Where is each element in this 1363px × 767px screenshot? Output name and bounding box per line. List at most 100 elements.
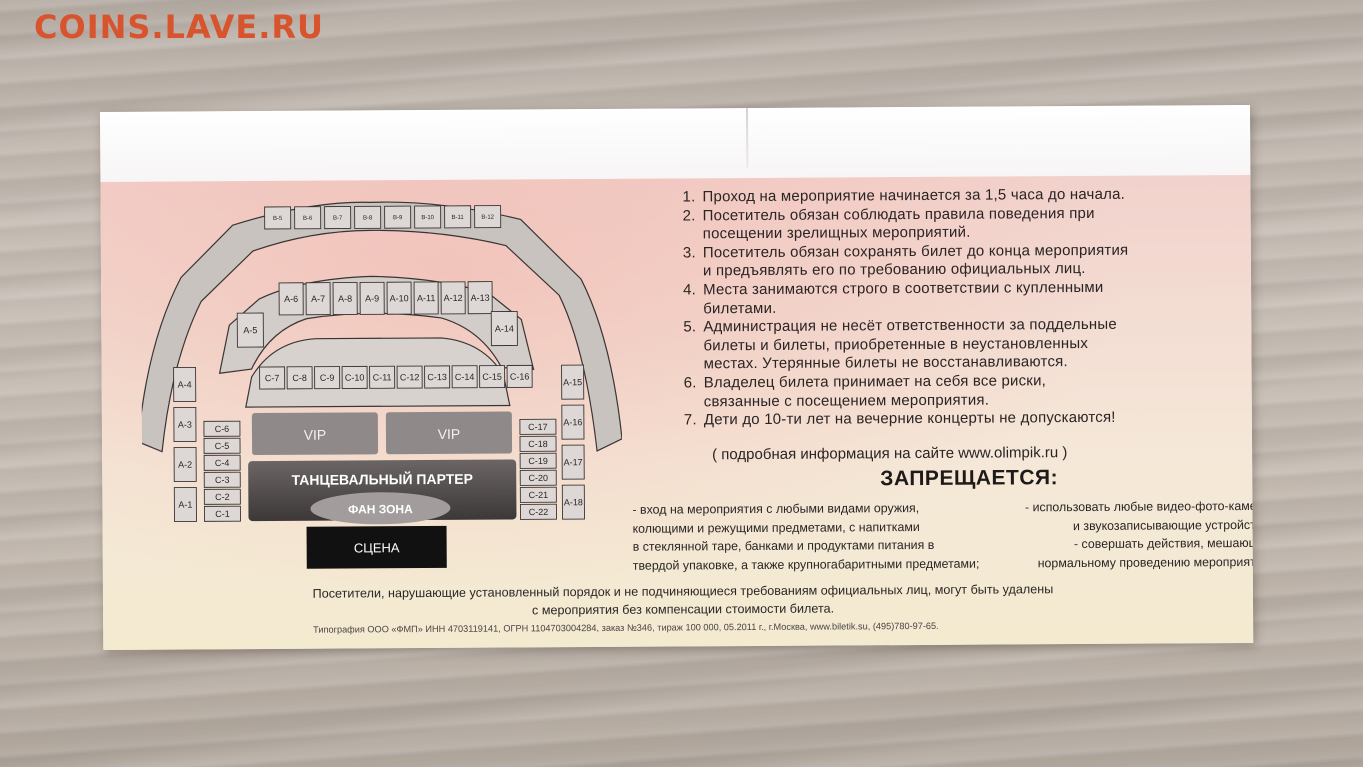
rule-number: 6. — [683, 374, 697, 392]
seat-sector — [173, 486, 197, 523]
seat-sector — [440, 281, 466, 315]
sector-label: C-10 — [345, 373, 365, 383]
seat-sector — [451, 365, 478, 389]
sector-label: A-2 — [178, 460, 192, 470]
sector-label: A-4 — [178, 380, 192, 390]
seat-sector — [424, 365, 451, 389]
rule-number: 5. — [683, 318, 697, 336]
seat-sector — [173, 366, 197, 403]
seat-sector — [294, 206, 322, 230]
sector-label: C-21 — [529, 490, 549, 500]
seat-sector — [203, 488, 241, 505]
sector-label: A-10 — [390, 293, 409, 303]
rule-number: 7. — [683, 411, 697, 429]
sector-label: A-14 — [495, 324, 514, 334]
seat-sector — [414, 205, 442, 229]
seat-sector — [341, 365, 368, 389]
text-line: - совершать действия, мешающие — [1073, 536, 1254, 552]
sector-label: B-6 — [303, 216, 313, 222]
rule-number: 2. — [682, 206, 696, 225]
seat-sector — [396, 365, 423, 389]
seat-sector — [359, 281, 385, 315]
text-line: - использовать любые видео-фото-камеры — [1024, 498, 1254, 515]
seat-sector — [519, 469, 557, 486]
seat-sector — [519, 452, 557, 469]
seat-sector — [561, 484, 585, 520]
text-line: в стеклянной таре, банками и продуктами … — [632, 538, 935, 554]
seat-sector — [173, 446, 197, 483]
forbidden-list-right: - использовать любые видео-фото-камеры и … — [1014, 497, 1253, 573]
sector-label: C-18 — [528, 439, 548, 449]
sector-label: B-7 — [333, 216, 343, 222]
rule-number: 3. — [682, 244, 696, 262]
sector-label: C-3 — [215, 475, 230, 485]
seat-sector — [384, 205, 412, 229]
text-line: и звукозаписывающие устройства; — [1072, 517, 1254, 533]
forbidden-list-left: - вход на мероприятия с любыми видами ор… — [632, 499, 992, 576]
rule-number: 1. — [682, 188, 696, 206]
seat-sector — [467, 281, 493, 315]
sector-label: C-15 — [482, 372, 502, 382]
seat-sector — [203, 505, 241, 522]
sector-label: B-9 — [393, 215, 403, 221]
rule-number: 4. — [683, 281, 697, 299]
seat-sector — [203, 420, 241, 437]
seat-sector — [264, 206, 292, 230]
fan-zone-label: ФАН ЗОНА — [348, 502, 413, 516]
seat-sector — [332, 281, 358, 316]
seat-sector — [286, 366, 313, 390]
sector-label: C-20 — [528, 473, 548, 483]
vip-label-left: VIP — [304, 427, 327, 443]
fan-zone — [310, 492, 451, 525]
sector-label: B-11 — [452, 215, 465, 221]
seat-sector — [203, 471, 241, 488]
seat-sector — [490, 311, 518, 347]
sector-label: C-8 — [292, 373, 307, 383]
seat-sector — [236, 312, 264, 348]
side-sector-cells: C-6C-5C-4C-3C-2C-1A-4A-3A-2A-1C-17C-18C-… — [173, 364, 585, 523]
seat-sector — [479, 365, 506, 389]
sector-label: A-12 — [444, 293, 463, 303]
seat-sector — [561, 364, 585, 400]
seat-sector — [519, 486, 557, 503]
sector-label: B-8 — [363, 215, 373, 221]
text-line: колющими и режущими предметами, с напитк… — [632, 519, 920, 536]
b-ring — [140, 201, 623, 453]
sector-label: A-15 — [563, 377, 582, 387]
seat-sector — [203, 454, 241, 471]
sector-label: C-11 — [373, 372, 392, 382]
seat-sector — [305, 282, 331, 316]
ticket-top-band — [100, 104, 1251, 182]
sector-label: A-16 — [563, 417, 582, 427]
seat-sector — [444, 205, 472, 229]
seat-sector — [474, 205, 502, 229]
seat-sector — [413, 281, 439, 315]
sector-label: C-19 — [528, 456, 548, 466]
sector-label: B-10 — [421, 215, 434, 221]
sector-label: C-7 — [265, 373, 280, 383]
seat-sector — [506, 364, 533, 388]
text-line: твердой упаковке, а также крупногабаритн… — [632, 556, 980, 573]
sector-label: A-11 — [417, 293, 435, 303]
seat-sector — [369, 365, 396, 389]
sector-label: C-1 — [215, 509, 230, 519]
seat-sector — [561, 444, 585, 480]
sector-label: C-17 — [528, 422, 548, 432]
warning-notice: Посетители, нарушающие установленный пор… — [293, 580, 1073, 621]
watermark: COINS.LAVE.RU — [34, 8, 324, 46]
rule-line: 7.Дети до 10-ти лет на вечерние концерты… — [683, 408, 1116, 429]
dance-parterre-label: ТАНЦЕВАЛЬНЫЙ ПАРТЕР — [292, 470, 473, 488]
sector-label: A-7 — [311, 294, 325, 304]
seat-sector — [324, 206, 352, 230]
sector-label: C-5 — [215, 441, 230, 451]
seat-sector — [386, 281, 412, 315]
perforation-line — [745, 108, 749, 169]
seat-sector — [314, 366, 341, 390]
sector-label: A-5 — [243, 325, 257, 335]
rules-list: 1.Проход на мероприятие начинается за 1,… — [682, 185, 1243, 430]
sector-label: B-5 — [273, 216, 283, 222]
seat-sector — [278, 282, 304, 316]
